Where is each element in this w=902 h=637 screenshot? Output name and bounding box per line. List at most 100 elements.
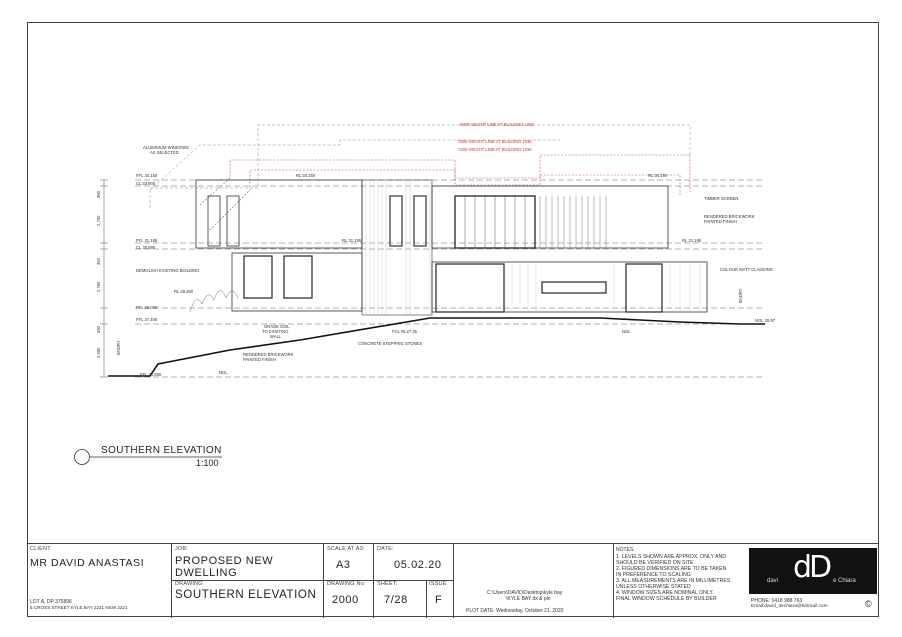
cl-30-label: CL 30.895 <box>136 245 156 250</box>
as-selected-label: AS SELECTED <box>150 150 179 155</box>
title-block: CLIENT MR DAVID ANASTASI LOT A, DP 37589… <box>27 543 879 618</box>
notes-label: NOTES: <box>616 547 635 553</box>
sheet-divider <box>426 580 427 618</box>
company-logo: dD davi e Chiara <box>749 548 877 594</box>
window-central-2 <box>413 195 427 247</box>
grade-soil-label: GRADE SOIL <box>264 324 290 329</box>
scale-divider <box>324 580 374 581</box>
copyright-icon: © <box>865 599 872 609</box>
ffl-34-label: FFL 34.150 <box>136 173 158 178</box>
elevation-drawing: 9000 HEIGHT LINE AT BUILDING LINE 7500 H… <box>74 122 776 465</box>
logo-mark-icon: dD <box>793 550 832 585</box>
aluminium-windows-label: ALUMINIUM WINDOWS <box>143 145 189 150</box>
to-existing-label: TO EXISTING <box>262 329 288 334</box>
ffl-24-label: FFL 24.950 <box>140 372 162 377</box>
height-plane-7200 <box>209 169 681 231</box>
level-lines <box>135 179 765 378</box>
central-cladding <box>361 179 433 316</box>
rl-34a-label: RL 34.150 <box>296 173 316 178</box>
timber-screen-label: TIMBER SCREEN <box>704 196 738 201</box>
note-line-6: UNLESS OTHERWISE STATED <box>616 584 691 590</box>
scale-cell: SCALE AT A3: A3 DRAWING No: 2000 <box>324 544 374 618</box>
dim-350b-label: 350 <box>96 257 101 265</box>
central-block <box>361 179 433 316</box>
window-upper-2 <box>226 195 240 247</box>
concrete-stepping-label: CONCRETE STEPPING STONES <box>358 341 422 346</box>
fgl-label: FGL RL27.35 <box>392 329 418 334</box>
demolish-label: DEMOLISH EXISTING BUILDING <box>136 268 200 273</box>
ffl-27-label: FFL 27.400 <box>136 317 158 322</box>
sheet-value: 7/28 <box>384 594 408 606</box>
cl-33-label: CL 33.900 <box>136 181 156 186</box>
painted-finish-label: PAINTED FINISH <box>704 219 737 224</box>
rl-34b-label: RL 34.150 <box>648 173 668 178</box>
note-line-8: FINAL WINDOW SCHEDULE BY BUILDER <box>616 596 717 602</box>
issue-label: ISSUE <box>429 581 447 587</box>
upper-right-wing <box>431 185 669 249</box>
date-label: DATE: <box>377 546 394 552</box>
date-value: 05.02.20 <box>394 559 442 571</box>
note-line-2: SHOULD BE VERIFIED ON SITE <box>616 560 694 566</box>
painted-finish-2-label: PAINTED FINISH <box>243 357 276 362</box>
job-label: JOB: <box>175 546 189 552</box>
lot-line-2: 5 CROSS STREET KYLE BAY 2221 NSW 2221 <box>30 605 128 610</box>
client-label: CLIENT <box>30 546 51 552</box>
ngl-left-label: NGL <box>219 370 228 375</box>
high-window <box>541 281 607 294</box>
height-7200-label: 7200 HEIGHT LINE AT BUILDING LINE <box>458 147 532 152</box>
job-value-2: DWELLING <box>175 567 238 579</box>
upper-left-wall <box>195 179 363 249</box>
file-path-1: C:\Users\DAVID\Desktop\kyle bay <box>487 590 563 596</box>
window-upper-1 <box>207 195 221 247</box>
height-line-mid <box>149 139 560 191</box>
issue-value: F <box>435 594 443 606</box>
file-path-cell: C:\Users\DAVID\Desktop\kyle bay \KYLE BA… <box>454 544 614 618</box>
colour-matt-label: COLOUR MATT CLADDING <box>720 267 773 272</box>
shrubs <box>189 290 239 313</box>
scale-label: SCALE AT A3: <box>327 546 365 552</box>
height-7500-label: 7500 HEIGHT LINE AT BUILDING LINE <box>458 139 532 144</box>
ngl-right-label: NGL 25.97 <box>755 318 776 323</box>
client-cell: CLIENT MR DAVID ANASTASI LOT A, DP 37589… <box>27 544 172 618</box>
note-line-7: 4. WINDOW SIZES ARE NOMINAL ONLY. <box>616 590 714 596</box>
outline-hatch <box>149 124 691 208</box>
logo-text-left: davi <box>767 578 779 584</box>
rl-31b-label: RL 31.195 <box>682 238 702 243</box>
job-divider <box>172 580 324 581</box>
dim-350c-label: 350 <box>96 325 101 333</box>
boundary-right-label: BNDRY <box>738 288 743 303</box>
client-value: MR DAVID ANASTASI <box>30 557 145 569</box>
elevation-title: SOUTHERN ELEVATION <box>101 445 222 456</box>
date-cell: DATE: 05.02.20 SHEET: 7/28 ISSUE F <box>374 544 454 618</box>
contact-email: Email:david_dechiara@hotmail.com <box>751 604 828 609</box>
job-value-1: PROPOSED NEW <box>175 555 274 567</box>
boundary-left-label: BNDRY <box>116 340 121 355</box>
rl-29-label: RL 29.350 <box>174 289 194 294</box>
rl-31a-label: RL 31.195 <box>342 238 362 243</box>
dim-2750-label: 2,750 <box>96 281 101 292</box>
rendered-brickwork-2-label: RENDERED BRICKWORK <box>243 352 294 357</box>
drawing-no-value: 2000 <box>332 594 359 606</box>
logo-text-right: e Chiara <box>833 578 856 584</box>
height-plane-7500 <box>199 154 691 206</box>
sliding-door-2 <box>625 263 663 313</box>
wall-label: WALL <box>270 334 282 339</box>
file-path-2: \KYLE BAY dx & pln <box>506 596 551 602</box>
ffl-31-label: FFL 31.195 <box>136 238 158 243</box>
annotation-texts: 9000 HEIGHT LINE AT BUILDING LINE 7500 H… <box>96 122 776 377</box>
plot-date: PLOT DATE: Wednesday, October 21, 2020 <box>466 608 564 614</box>
window-central-1 <box>389 195 403 247</box>
sliding-door-1 <box>435 263 505 313</box>
contact-phone: PHONE: 0418 988 763 <box>751 598 803 604</box>
lower-cladding <box>511 264 701 312</box>
height-planes <box>199 154 691 231</box>
timber-screen <box>539 196 607 248</box>
ffl-29-label: FFL 29.000 <box>136 305 158 310</box>
dim-2500-label: 2,500 <box>96 347 101 358</box>
lot-line-1: LOT A, DP 375896 <box>30 599 72 605</box>
drawing-label: DRAWING <box>175 581 203 587</box>
landscape <box>189 290 239 313</box>
scale-value: A3 <box>336 559 351 571</box>
dimension-string <box>100 179 108 378</box>
notes-cell: NOTES: 1. LEVELS SHOWN ARE APPROX. ONLY … <box>614 544 749 618</box>
